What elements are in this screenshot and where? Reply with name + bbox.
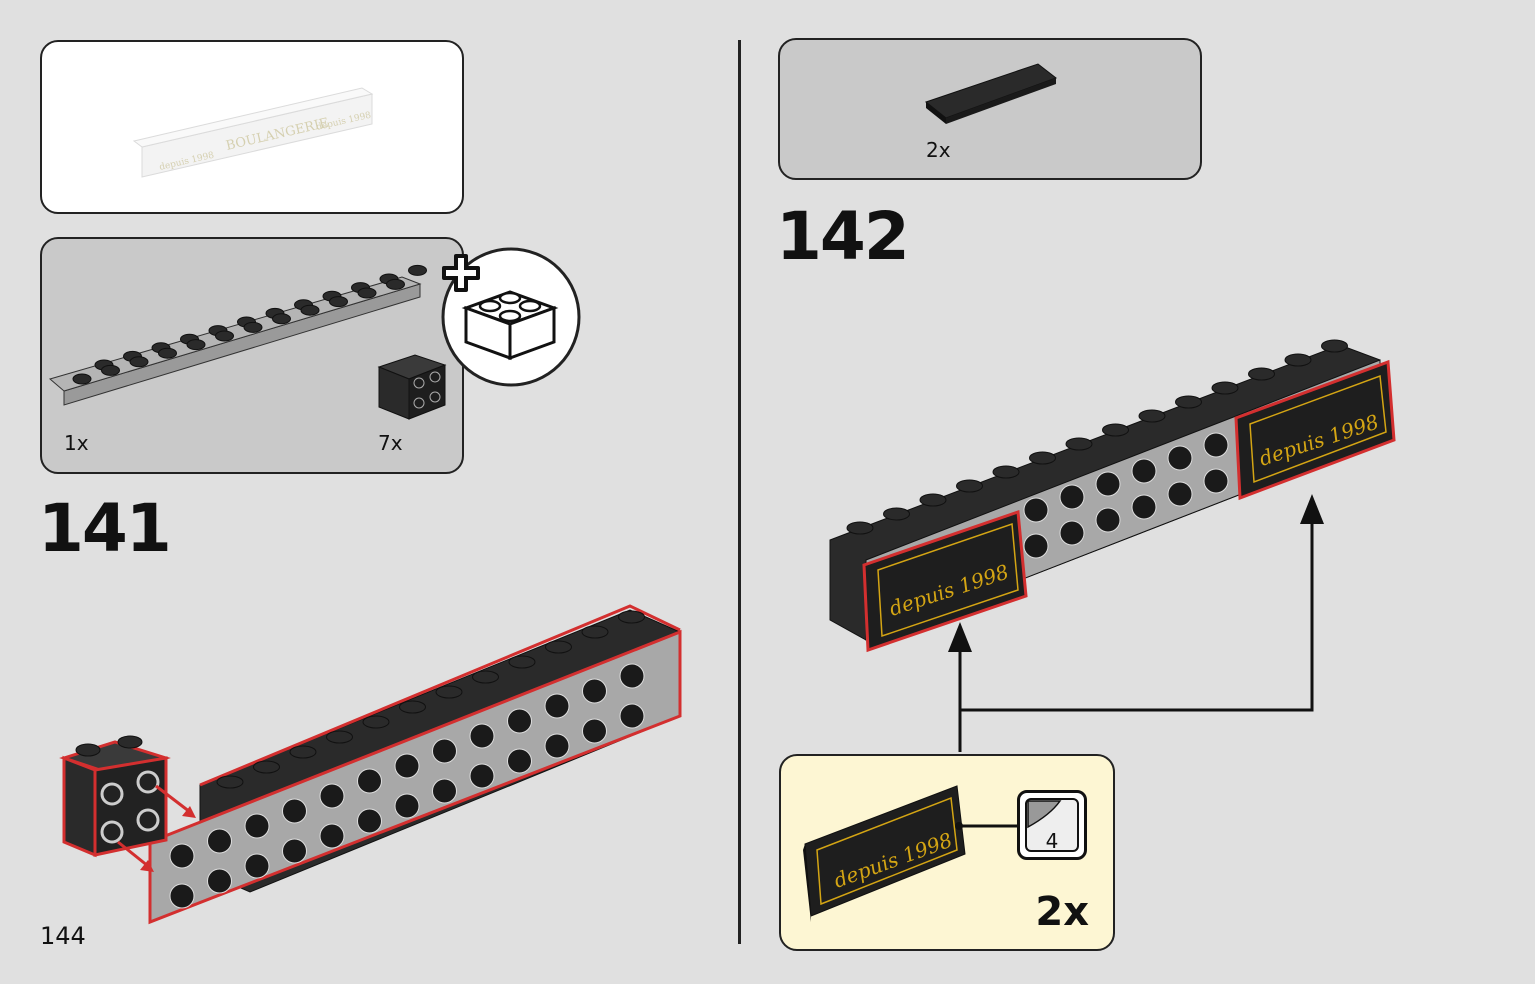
plate-stud: [329, 296, 348, 308]
side-stud: [469, 763, 495, 789]
side-stud: [244, 813, 270, 839]
plate-stud: [386, 278, 405, 290]
page-number: 144: [40, 922, 86, 950]
side-stud: [394, 793, 420, 819]
top-stud: [545, 640, 572, 654]
plus-brick-icon: [441, 247, 581, 387]
top-stud: [1138, 409, 1166, 423]
plate-stud: [357, 287, 377, 299]
plate-stud: [215, 330, 234, 342]
page-divider: [738, 40, 741, 944]
sticker-panel: depuis 1998 4 2x: [779, 754, 1115, 951]
side-stud: [619, 703, 645, 729]
plate-stud: [272, 313, 291, 325]
qty-brick: 7x: [378, 431, 403, 455]
plate-stud: [101, 364, 120, 376]
top-stud: [1321, 339, 1348, 353]
side-stud: [1023, 497, 1049, 523]
side-stud: [282, 798, 307, 824]
side-stud: [357, 808, 382, 834]
step-number-141: 141: [38, 490, 172, 567]
side-stud: [169, 843, 195, 869]
top-stud: [472, 670, 499, 684]
side-stud: [1095, 507, 1121, 533]
top-stud: [1211, 381, 1239, 395]
side-stud: [1167, 445, 1193, 471]
top-stud: [1065, 437, 1093, 451]
top-stud: [992, 465, 1020, 479]
side-stud: [207, 828, 232, 854]
side-stud: [1095, 471, 1121, 497]
side-stud: [319, 783, 345, 809]
side-stud: [207, 868, 232, 894]
top-stud: [581, 625, 609, 639]
top-stud: [435, 685, 463, 699]
side-stud: [432, 778, 457, 804]
sticker-tile-image: depuis 1998: [803, 785, 1017, 922]
side-stud: [357, 768, 382, 794]
side-stud: [582, 678, 607, 704]
side-stud: [432, 738, 457, 764]
side-stud: [619, 663, 645, 689]
plate-stud: [243, 321, 263, 333]
top-stud: [216, 775, 244, 789]
top-stud: [399, 700, 426, 714]
plate-stud: [72, 373, 92, 385]
side-stud: [1131, 458, 1157, 484]
sticker-sheet-number: 4: [1045, 829, 1059, 853]
side-stud: [1023, 533, 1049, 559]
side-stud: [169, 883, 195, 909]
top-stud: [618, 610, 645, 624]
black-tile-image: [924, 63, 1058, 124]
top-stud: [289, 745, 317, 759]
side-stud: [1167, 481, 1193, 507]
plate-stud: [129, 356, 149, 368]
side-stud: [1203, 468, 1229, 494]
side-stud: [1059, 520, 1085, 546]
side-stud: [544, 693, 570, 719]
top-stud: [956, 479, 983, 493]
qty-plate: 1x: [64, 431, 89, 455]
plate-stud: [158, 347, 177, 359]
sticker-sheet-icon: 4: [1017, 790, 1087, 860]
parts-panel-141: 1x 7x: [40, 237, 464, 474]
side-stud: [1203, 432, 1229, 458]
top-stud: [326, 730, 353, 744]
side-stud: [282, 838, 307, 864]
top-stud: [1029, 451, 1056, 465]
side-stud: [507, 748, 532, 774]
top-stud: [1175, 395, 1202, 409]
parts-panel-142: 2x: [778, 38, 1202, 180]
sticker-qty: 2x: [1035, 889, 1089, 935]
side-stud: [582, 718, 607, 744]
plate-stud: [186, 339, 206, 351]
plate-stud: [408, 264, 427, 276]
top-stud: [883, 507, 910, 521]
side-stud: [244, 853, 270, 879]
preview-panel: BOULANGERIE depuis 1998 depuis 1998: [40, 40, 464, 214]
plate-stud: [300, 304, 320, 316]
top-stud: [253, 760, 280, 774]
top-stud: [1248, 367, 1275, 381]
qty-tile: 2x: [926, 138, 951, 162]
top-stud: [919, 493, 947, 507]
top-stud: [1284, 353, 1312, 367]
side-stud: [394, 753, 420, 779]
side-stud: [1131, 494, 1157, 520]
side-stud: [469, 723, 495, 749]
step-number-142: 142: [776, 198, 910, 275]
side-stud: [507, 708, 532, 734]
gray-plate-image: [48, 264, 427, 406]
side-stud: [544, 733, 570, 759]
black-brick-image: [377, 354, 447, 420]
side-stud: [319, 823, 345, 849]
preview-assembly-image: BOULANGERIE depuis 1998 depuis 1998: [132, 87, 374, 178]
step-141-build-illustration: [59, 604, 682, 925]
top-stud: [846, 521, 874, 535]
top-stud: [362, 715, 390, 729]
side-stud: [1059, 484, 1085, 510]
top-stud: [508, 655, 536, 669]
top-stud: [1102, 423, 1129, 437]
